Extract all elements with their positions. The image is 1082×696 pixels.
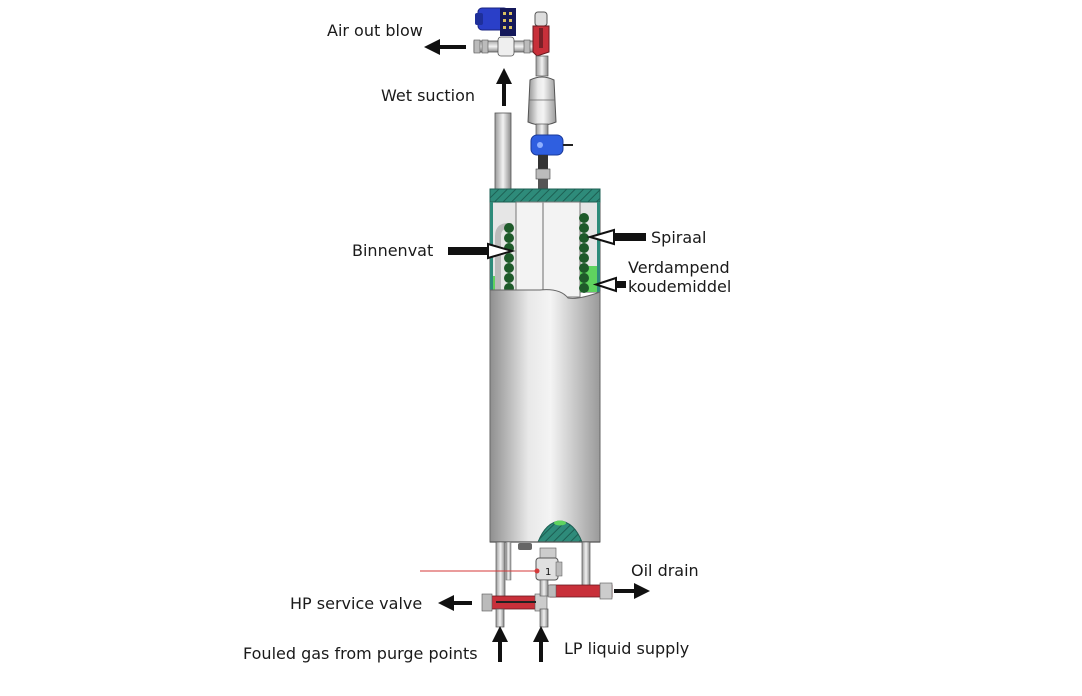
label-lp-liquid-supply: LP liquid supply (564, 639, 690, 658)
verdampend-arrow (592, 276, 626, 293)
top-assembly (473, 7, 573, 189)
solenoid-valve (475, 7, 516, 36)
label-verdampend: Verdampend (628, 258, 730, 277)
coil-left (504, 223, 514, 293)
binnenvat-arrow (448, 242, 516, 260)
arrows (424, 39, 650, 662)
wet-suction-pipe (494, 112, 512, 194)
spiraal-arrow (586, 228, 646, 246)
label-koudemiddel: koudemiddel (628, 277, 732, 296)
label-spiraal: Spiraal (651, 228, 707, 247)
label-air-out-blow: Air out blow (327, 21, 423, 40)
top-valve (532, 11, 550, 57)
vessel (489, 188, 601, 543)
label-hp-service-valve: HP service valve (290, 594, 423, 613)
label-oil-drain: Oil drain (631, 561, 699, 580)
bottom-piping: 1 (420, 541, 613, 628)
label-wet-suction: Wet suction (381, 86, 476, 105)
svg-text:1: 1 (545, 567, 551, 578)
label-binnenvat: Binnenvat (352, 241, 434, 260)
pressure-sensor (530, 134, 573, 156)
coil-right (579, 213, 589, 293)
label-fouled-gas: Fouled gas from purge points (243, 644, 478, 663)
